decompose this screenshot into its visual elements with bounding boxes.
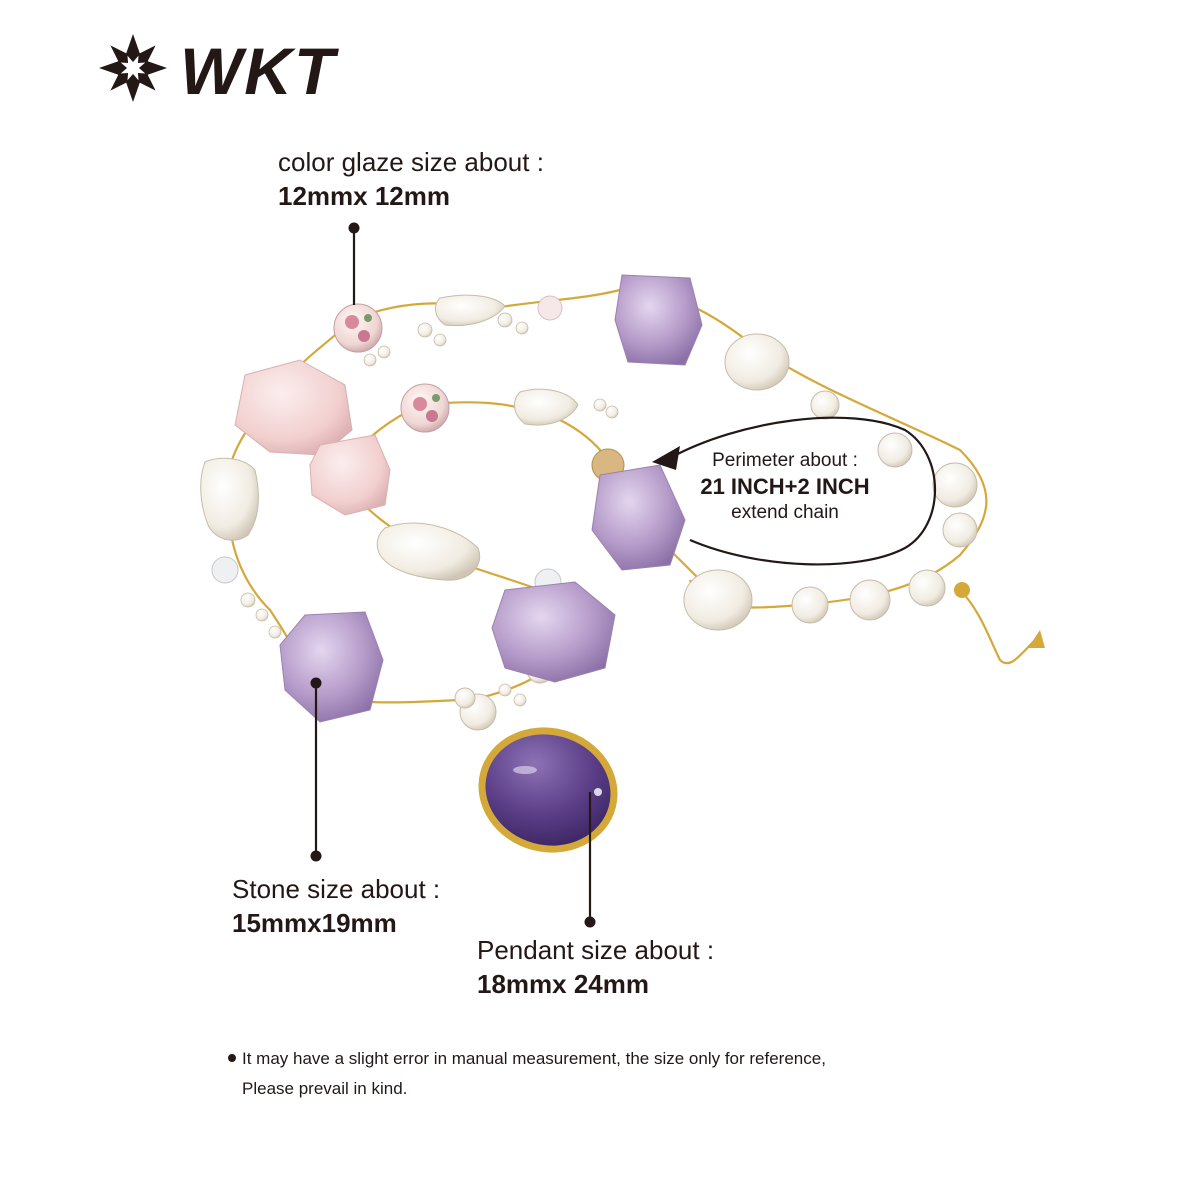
rose-quartz-stone bbox=[234, 359, 353, 456]
amethyst-stone bbox=[491, 581, 616, 683]
color-glaze-bead bbox=[333, 303, 383, 353]
note-line-1: It may have a slight error in manual mea… bbox=[228, 1044, 826, 1074]
amethyst-stone bbox=[279, 611, 384, 723]
coin-pearl bbox=[724, 333, 790, 391]
measurement-note: It may have a slight error in manual mea… bbox=[228, 1044, 826, 1104]
pendant-size-value: 18mmx 24mm bbox=[477, 969, 649, 999]
amethyst-stone bbox=[591, 464, 686, 571]
brand-name: WKT bbox=[180, 34, 339, 108]
perimeter-callout: Perimeter about : 21 INCH+2 INCH extend … bbox=[680, 449, 890, 525]
baroque-pearl bbox=[434, 294, 506, 327]
amethyst-pendant bbox=[478, 727, 618, 853]
glaze-size-value: 12mmx 12mm bbox=[278, 181, 450, 211]
stone-size-label: Stone size about : bbox=[232, 874, 441, 904]
baroque-pearl bbox=[200, 457, 260, 541]
color-glaze-bead bbox=[400, 383, 450, 433]
crystal-bead bbox=[537, 295, 563, 321]
perimeter-arrow bbox=[669, 416, 936, 566]
stone-size-value: 15mmx19mm bbox=[232, 908, 397, 938]
crystal-bead bbox=[211, 556, 239, 584]
coin-pearl bbox=[683, 569, 753, 631]
glaze-size-label: color glaze size about : bbox=[278, 147, 544, 177]
chain-outer bbox=[351, 288, 988, 609]
snowflake-icon bbox=[99, 34, 167, 102]
amethyst-stone bbox=[614, 274, 703, 366]
pendant-size-label: Pendant size about : bbox=[477, 935, 715, 965]
note-line-2: Please prevail in kind. bbox=[242, 1079, 408, 1098]
rose-quartz-stone bbox=[309, 434, 391, 516]
bullet-icon bbox=[228, 1054, 236, 1062]
perimeter-value: 21 INCH+2 INCH bbox=[700, 474, 870, 499]
baroque-pearl bbox=[376, 522, 481, 581]
perimeter-label: Perimeter about : bbox=[712, 450, 858, 471]
baroque-pearl bbox=[514, 388, 579, 426]
wkt-logo: WKT bbox=[99, 34, 339, 108]
extender-chain bbox=[959, 589, 1036, 665]
perimeter-sub: extend chain bbox=[731, 502, 839, 523]
